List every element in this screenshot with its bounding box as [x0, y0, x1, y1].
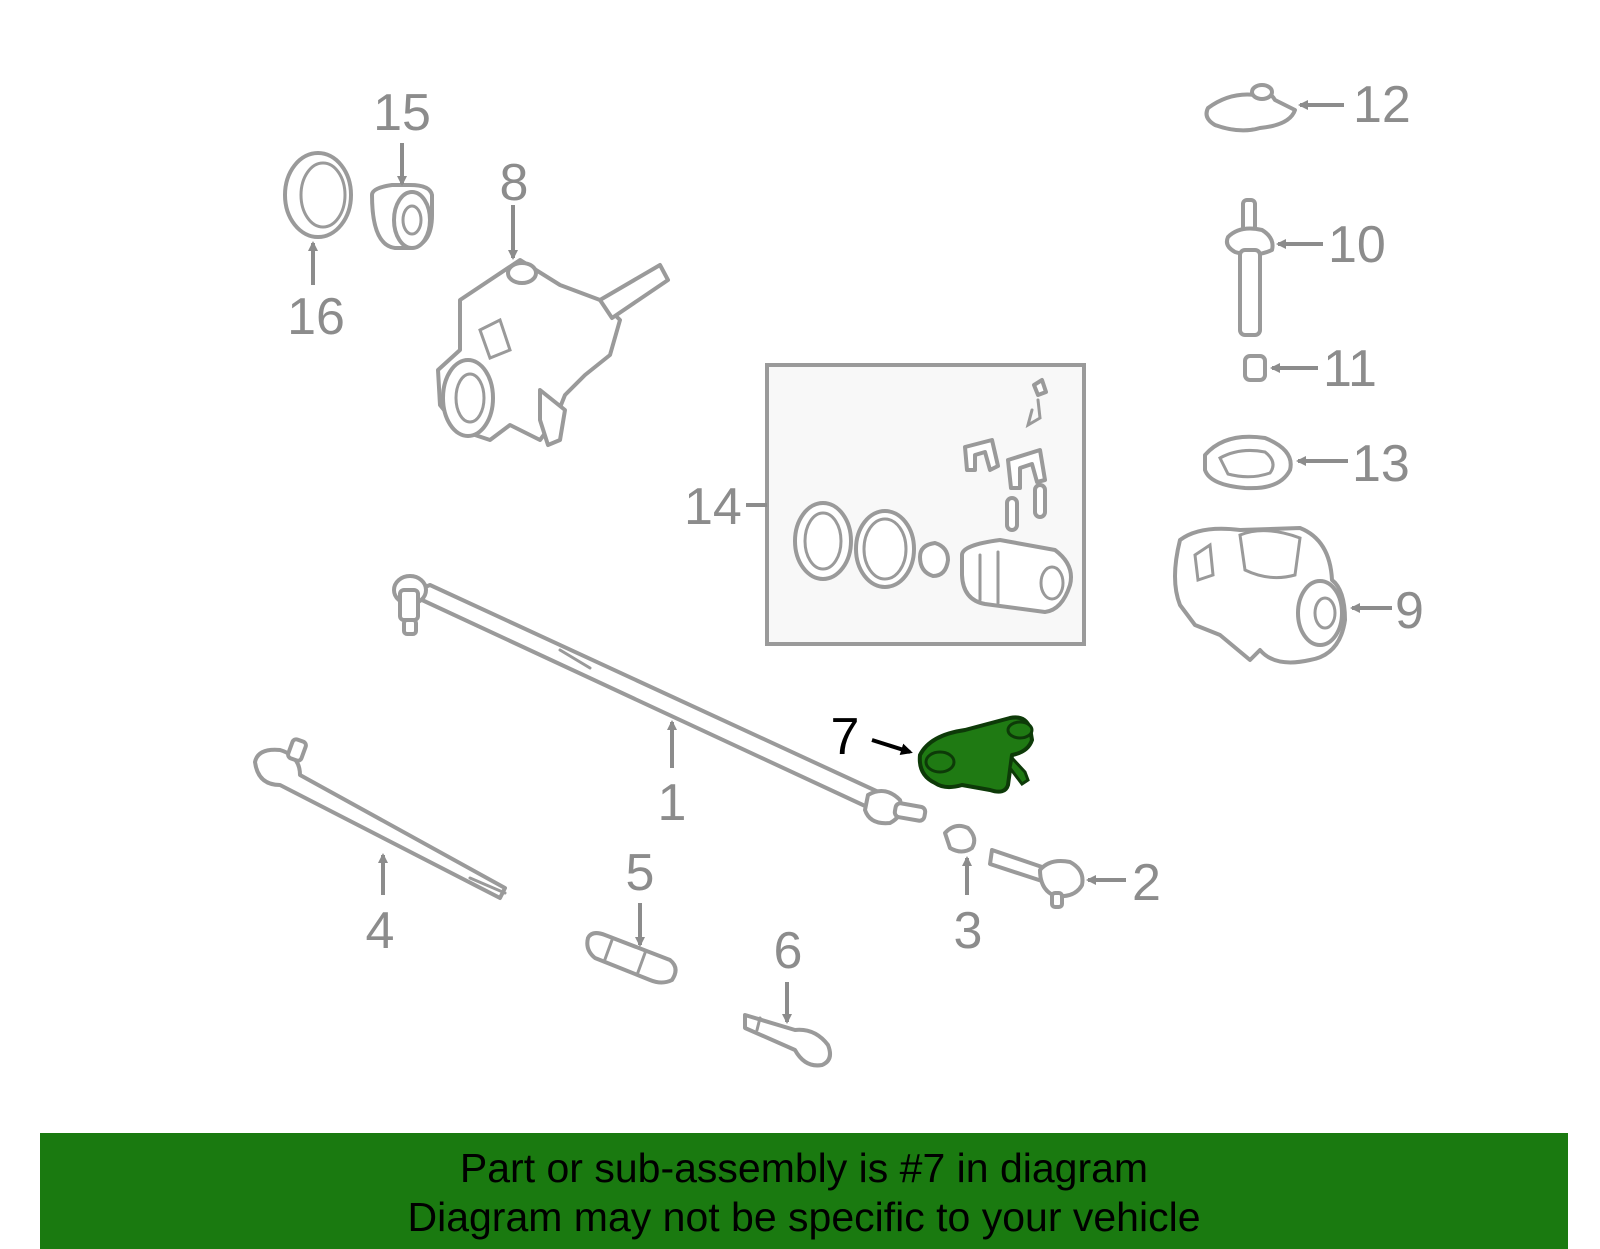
callout-4: 4	[366, 902, 395, 960]
part-4-tie-rod[interactable]	[253, 737, 507, 900]
part-13-gasket[interactable]	[1203, 434, 1293, 491]
callout-8: 8	[500, 154, 529, 212]
part-10-sector-shaft[interactable]	[1224, 198, 1275, 337]
callout-16: 16	[287, 288, 345, 346]
part-7-idler-arm[interactable]	[917, 715, 1034, 794]
part-12-cover[interactable]	[1204, 83, 1297, 133]
part-16-seal[interactable]	[283, 151, 353, 239]
part-9-gear-housing[interactable]	[1173, 526, 1347, 665]
callout-2: 2	[1132, 854, 1161, 912]
part-15-bearing[interactable]	[370, 183, 434, 250]
part-6-clamp-bolt[interactable]	[743, 1013, 832, 1068]
part-3-nut[interactable]	[943, 823, 977, 854]
callout-14: 14	[684, 478, 742, 536]
banner-line-1: Part or sub-assembly is #7 in diagram	[459, 1145, 1149, 1191]
callout-1: 1	[658, 774, 687, 832]
part-14-seal-kit[interactable]	[765, 363, 1086, 646]
info-banner: Part or sub-assembly is #7 in diagram Di…	[40, 1133, 1568, 1249]
part-8-steering-gear[interactable]	[436, 258, 670, 447]
callout-11: 11	[1323, 340, 1377, 398]
callout-12: 12	[1353, 76, 1411, 134]
part-11-bushing[interactable]	[1243, 354, 1267, 382]
callout-15: 15	[373, 84, 431, 142]
part-2-tie-rod-end[interactable]	[988, 848, 1085, 909]
part-1-relay-rod[interactable]	[392, 574, 928, 826]
part-5-adjuster-sleeve[interactable]	[585, 931, 678, 985]
callout-7: 7	[831, 708, 860, 766]
callout-3: 3	[954, 902, 983, 960]
callout-10: 10	[1328, 216, 1386, 274]
callout-13: 13	[1352, 435, 1410, 493]
banner-line-2: Diagram may not be specific to your vehi…	[407, 1194, 1201, 1240]
callout-5: 5	[626, 844, 655, 902]
callout-9: 9	[1395, 582, 1424, 640]
callout-6: 6	[774, 922, 803, 980]
arrow-7	[871, 738, 913, 756]
